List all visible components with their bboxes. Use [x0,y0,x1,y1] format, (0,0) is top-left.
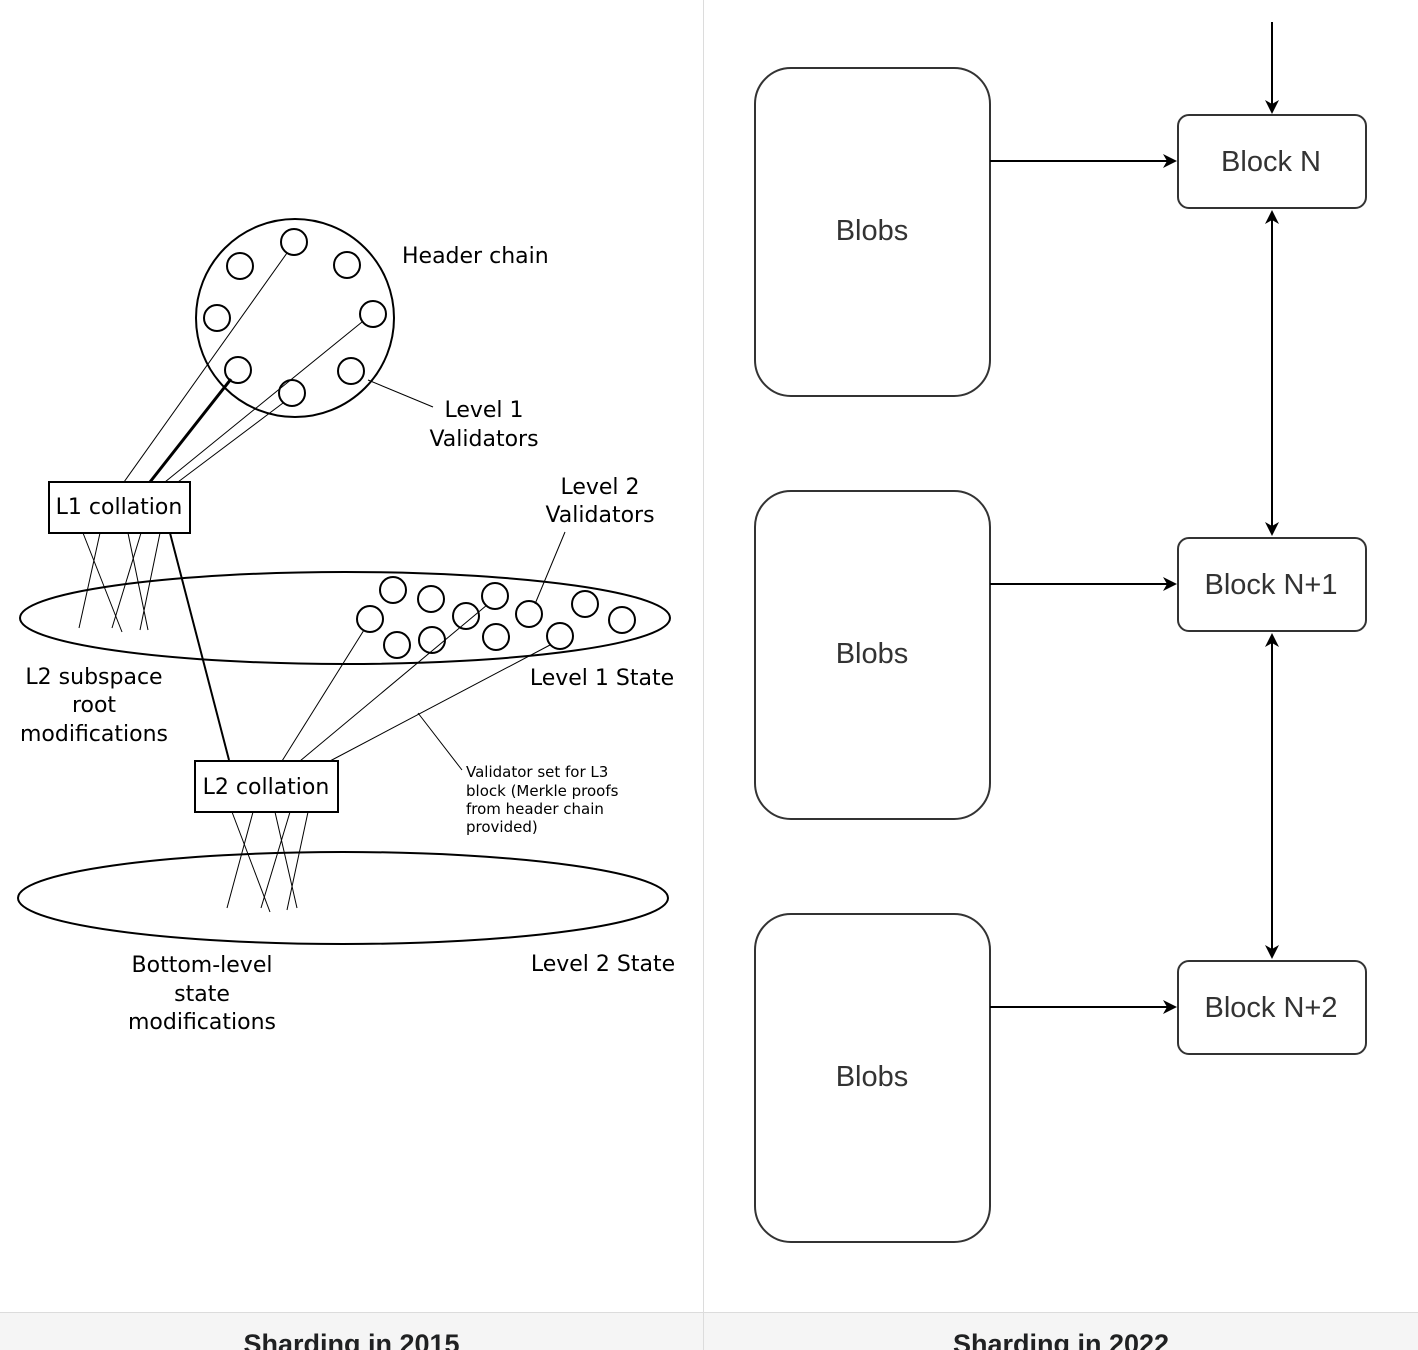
state-node [608,606,636,634]
sharding-2022-diagram: Blobs Blobs Blobs Block N Block N+1 Bloc… [754,22,1367,1243]
state-node [383,631,411,659]
l1-collation-label: L1 collation [56,495,183,520]
level1-state-label: Level 1 State [530,666,674,691]
blob-box-1 [754,67,991,397]
caption-left: Sharding in 2015 [243,1329,460,1350]
state-node [546,622,574,650]
state-node [379,576,407,604]
level2-validators-label-line1: Level 2 [560,475,639,500]
blobs-label-2: Blobs [836,638,909,670]
bottom-level-label-line2: state [174,982,230,1007]
level2-state-ellipse [17,851,669,945]
state-node [571,590,599,618]
l1-collation-box [48,481,191,534]
header-chain-circle [195,218,395,418]
l2-subspace-label-line2: root [72,693,116,718]
blob-box-3 [754,913,991,1243]
header-node [337,357,365,385]
l2-subspace-label-line3: modifications [20,722,168,747]
caption-bar-left: Sharding in 2015 [0,1313,703,1350]
blob-box-2 [754,490,991,820]
header-node [280,228,308,256]
state-node [418,626,446,654]
blobs-label-1: Blobs [836,215,909,247]
level1-state-ellipse [19,571,671,665]
block-box-n [1177,114,1367,209]
header-node [333,251,361,279]
caption-bar-right: Sharding in 2022 [704,1313,1418,1350]
bottom-level-label-line3: modifications [128,1010,276,1035]
level1-validators-label-line1: Level 1 [444,398,523,423]
validator-set-note-line1: Validator set for L3 [466,763,608,781]
state-node [417,585,445,613]
state-node [481,582,509,610]
l2-collation-label: L2 collation [203,775,330,800]
level2-validators-label-line2: Validators [545,503,654,528]
validator-set-note-line4: provided) [466,818,538,836]
l2-collation-box [194,760,339,813]
block-n1-label: Block N+1 [1205,569,1338,601]
validator-set-note-line3: from header chain [466,800,604,818]
header-node [359,300,387,328]
bottom-level-label-line1: Bottom-level [132,953,273,978]
validator-set-note-line2: block (Merkle proofs [466,782,619,800]
level2-state-label: Level 2 State [531,952,675,977]
sharding-2015-diagram: Header chain Level 1 Validators Level 2 … [17,218,675,1035]
block-box-n2 [1177,960,1367,1055]
right-panel: Blobs Blobs Blobs Block N Block N+1 Bloc… [704,0,1418,1312]
header-node [226,252,254,280]
header-node [203,304,231,332]
block-n2-label: Block N+2 [1205,992,1338,1024]
state-node [482,623,510,651]
level1-validators-label-line2: Validators [429,427,538,452]
caption-right: Sharding in 2022 [952,1329,1170,1350]
vertical-divider [703,0,704,1350]
left-panel: Header chain Level 1 Validators Level 2 … [0,0,703,1312]
state-node [356,605,384,633]
horizontal-divider [0,1312,1418,1313]
state-node [452,602,480,630]
header-node [224,356,252,384]
header-chain-label: Header chain [402,244,549,269]
block-box-n1 [1177,537,1367,632]
header-node [278,379,306,407]
l2-subspace-label-line1: L2 subspace [25,665,162,690]
state-node [515,600,543,628]
blobs-label-3: Blobs [836,1061,909,1093]
block-n-label: Block N [1221,146,1321,178]
